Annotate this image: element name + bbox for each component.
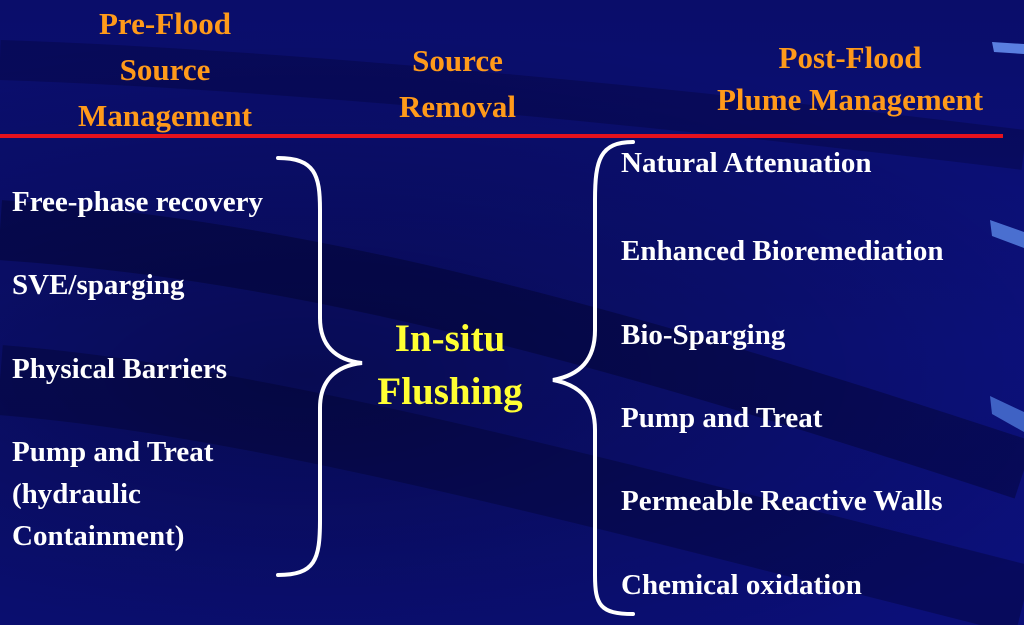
accent-mark-top <box>992 42 1024 54</box>
header-post-flood-line-1: Post-Flood <box>778 40 922 75</box>
pre-flood-item-label-line-3: Containment) <box>12 520 185 552</box>
header-pre-flood-line-3: Management <box>78 98 252 133</box>
left-brace <box>276 156 363 577</box>
header-post-flood-line-2: Plume Management <box>716 82 984 117</box>
header-post-flood: Post-Flood Plume Management <box>660 37 1024 121</box>
center-label-in-situ-flushing: In-situ Flushing <box>355 312 545 418</box>
header-pre-flood-line-1: Pre-Flood <box>98 6 231 41</box>
post-flood-item-pump-and-treat: Pump and Treat <box>621 402 823 434</box>
header-source-removal-line-2: Removal <box>398 89 517 124</box>
post-flood-item-natural-attenuation: Natural Attenuation <box>621 147 872 179</box>
pre-flood-item-label-line-2: (hydraulic <box>12 478 141 510</box>
pre-flood-item-sve-sparging: SVE/sparging <box>12 264 184 306</box>
header-pre-flood-line-2: Source <box>119 52 211 87</box>
header-source-removal: Source Removal <box>360 38 555 130</box>
pre-flood-item-label: Free-phase recovery <box>12 186 263 218</box>
pre-flood-item-free-phase-recovery: Free-phase recovery <box>12 181 263 223</box>
post-flood-item-bio-sparging: Bio-Sparging <box>621 319 786 351</box>
header-source-removal-line-1: Source <box>412 43 503 78</box>
header-pre-flood: Pre-Flood Source Management <box>40 1 290 139</box>
center-label-line-2: Flushing <box>377 370 523 413</box>
center-label-line-1: In-situ <box>394 317 506 360</box>
pre-flood-item-label-line-1: Pump and Treat <box>12 436 214 468</box>
pre-flood-item-physical-barriers: Physical Barriers <box>12 348 227 390</box>
pre-flood-item-label: Physical Barriers <box>12 353 228 385</box>
header-divider <box>0 134 1003 138</box>
pre-flood-item-label: SVE/sparging <box>12 269 185 301</box>
pre-flood-item-pump-and-treat: Pump and Treat (hydraulic Containment) <box>12 431 213 557</box>
accent-mark-mid <box>990 220 1024 248</box>
post-flood-item-permeable-reactive-walls: Permeable Reactive Walls <box>621 485 943 517</box>
post-flood-item-chemical-oxidation: Chemical oxidation <box>621 569 862 601</box>
accent-mark-low <box>990 396 1024 432</box>
post-flood-item-enhanced-bioremediation: Enhanced Bioremediation <box>621 235 944 267</box>
right-brace <box>552 140 635 616</box>
